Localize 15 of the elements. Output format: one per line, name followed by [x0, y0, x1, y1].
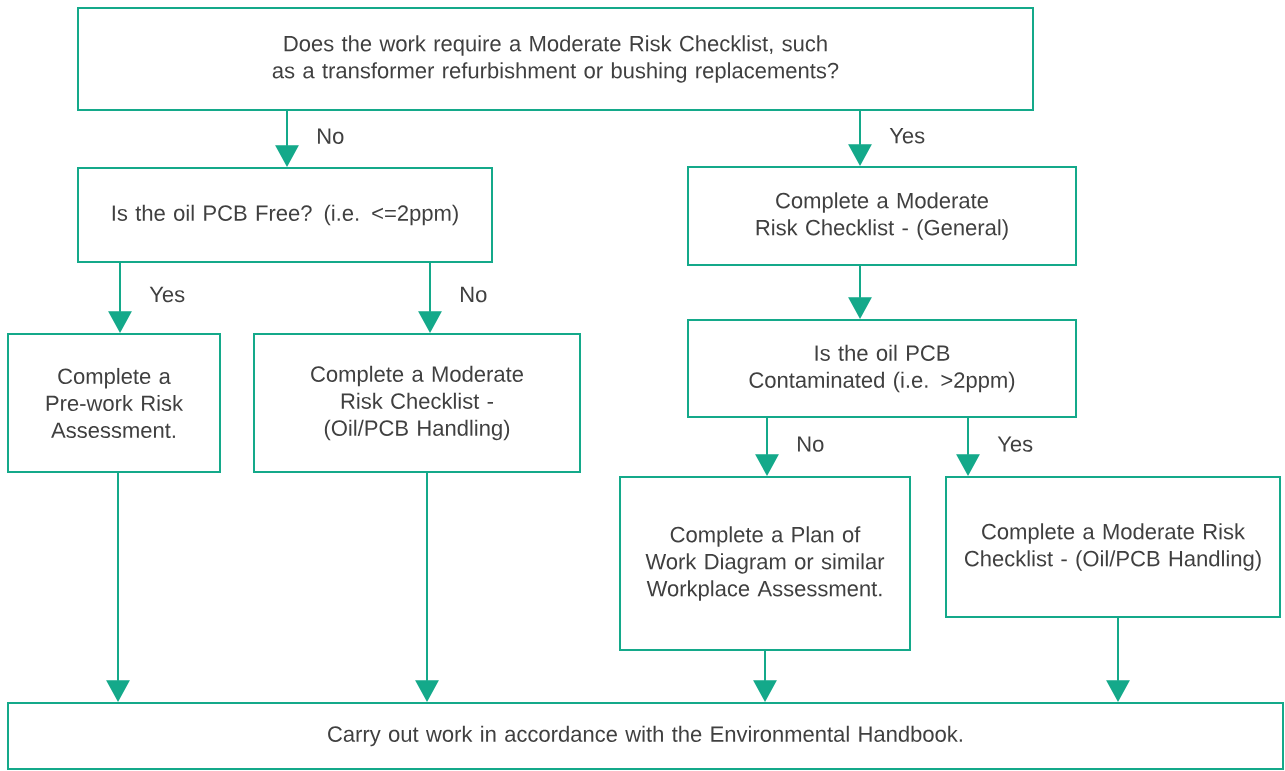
- edge-label: No: [318, 128, 344, 144]
- edge-label: Yes: [149, 286, 185, 303]
- process-box: Complete a Pre-work Risk Assessment.: [7, 333, 221, 473]
- process-box: Complete a Plan of Work Diagram or similar Workplace Assessment.: [619, 476, 911, 651]
- process-box: Is the oil PCB Contaminated (i.e. >2ppm): [687, 319, 1077, 418]
- edge-label: No: [798, 436, 824, 452]
- process-box: Complete a Moderate Risk Checklist - (Oil/PCB Handling): [253, 333, 581, 473]
- edge-label: Yes: [889, 128, 925, 144]
- edge-label: Yes: [997, 436, 1033, 452]
- process-box: Complete a Moderate Risk Checklist - (Oil/PCB Handling): [945, 476, 1281, 618]
- process-box: Does the work require a Moderate Risk Checklist, such as a transformer refurbishment or bushing replacements?: [77, 7, 1034, 111]
- edge-label: No: [461, 286, 487, 303]
- process-box: Is the oil PCB Free? (i.e. <=2ppm): [77, 167, 493, 263]
- process-box: Carry out work in accordance with the Environmental Handbook.: [7, 702, 1284, 770]
- process-box: Complete a Moderate Risk Checklist - (General): [687, 166, 1077, 266]
